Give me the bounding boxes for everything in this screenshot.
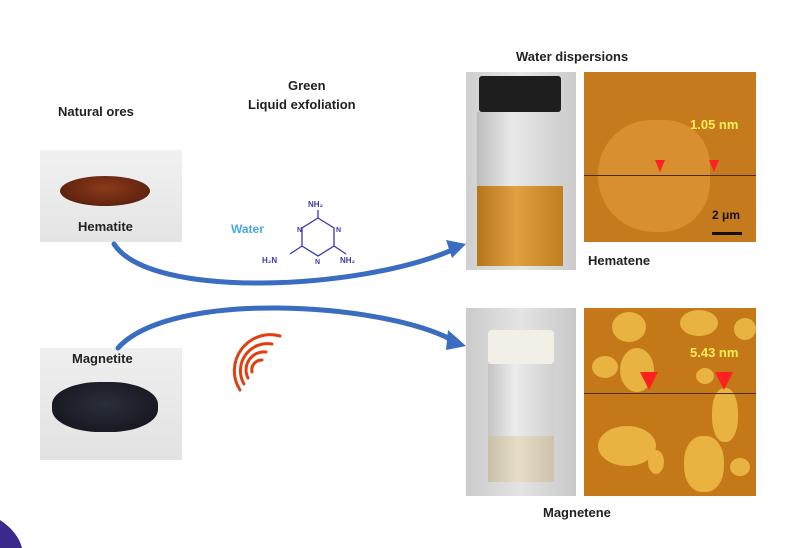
magnetene-afm-image xyxy=(584,308,756,496)
magnetene-label: Magnetene xyxy=(543,505,611,520)
hematite-photo xyxy=(40,150,182,242)
ring-n-2: N xyxy=(336,227,341,234)
hematene-vial-photo xyxy=(466,72,576,270)
water-dispersions-heading: Water dispersions xyxy=(516,49,629,64)
green-heading: Green xyxy=(288,78,326,93)
magnetene-vial-photo xyxy=(466,308,576,496)
liquid-exfoliation-heading: Liquid exfoliation xyxy=(248,97,356,112)
water-label: Water xyxy=(231,222,264,236)
magnetene-thickness: 5.43 nm xyxy=(690,345,739,360)
ring-n-3: N xyxy=(315,259,320,266)
molecule-left-group: H₂N xyxy=(262,256,278,265)
magnetene-liquid xyxy=(488,436,554,482)
magnetene-flake xyxy=(592,356,618,378)
hematite-label: Hematite xyxy=(78,219,133,234)
scale-bar xyxy=(712,232,742,235)
arrow-head-bottom xyxy=(446,330,466,350)
scale-bar-label: 2 μm xyxy=(712,208,741,222)
magnetite-label: Magnetite xyxy=(72,351,133,366)
afm-profile-line xyxy=(584,393,756,394)
sonication-waves-icon xyxy=(232,333,282,392)
corner-decoration xyxy=(0,520,22,548)
afm-profile-line xyxy=(584,175,756,176)
magnetene-flake xyxy=(612,312,646,342)
magnetene-marker-right xyxy=(715,372,733,390)
arrow-magnetite-to-magnetene xyxy=(115,305,455,351)
magnetene-flake xyxy=(734,318,756,340)
magnetite-powder xyxy=(52,382,158,432)
molecule-right-group: NH₂ xyxy=(340,256,356,265)
hematene-label: Hematene xyxy=(588,253,651,268)
hematene-marker-right xyxy=(709,160,719,172)
hematene-flake xyxy=(598,120,710,232)
hematene-liquid xyxy=(477,186,563,266)
hematene-afm-image xyxy=(584,72,756,242)
ring-n-1: N xyxy=(297,227,302,234)
arrow-head-top xyxy=(446,240,466,258)
hematite-powder xyxy=(60,176,150,206)
hematene-thickness: 1.05 nm xyxy=(690,117,739,132)
hematene-marker-left xyxy=(655,160,665,172)
magnetene-flake xyxy=(730,458,750,476)
magnetene-flake xyxy=(648,450,664,474)
magnetite-photo xyxy=(40,348,182,460)
vial-cap-white xyxy=(488,330,554,364)
natural-ores-heading: Natural ores xyxy=(58,104,134,119)
magnetene-flake xyxy=(598,426,656,466)
magnetene-flake xyxy=(696,368,714,384)
vial-cap xyxy=(479,76,561,112)
magnetene-flake xyxy=(680,310,718,336)
magnetene-flake xyxy=(712,388,738,442)
arrow-hematite-to-hematene xyxy=(111,241,455,286)
magnetene-flake xyxy=(684,436,724,492)
molecule-top-group: NH₂ xyxy=(308,200,324,209)
melamine-molecule xyxy=(289,210,347,257)
magnetene-marker-left xyxy=(640,372,658,390)
